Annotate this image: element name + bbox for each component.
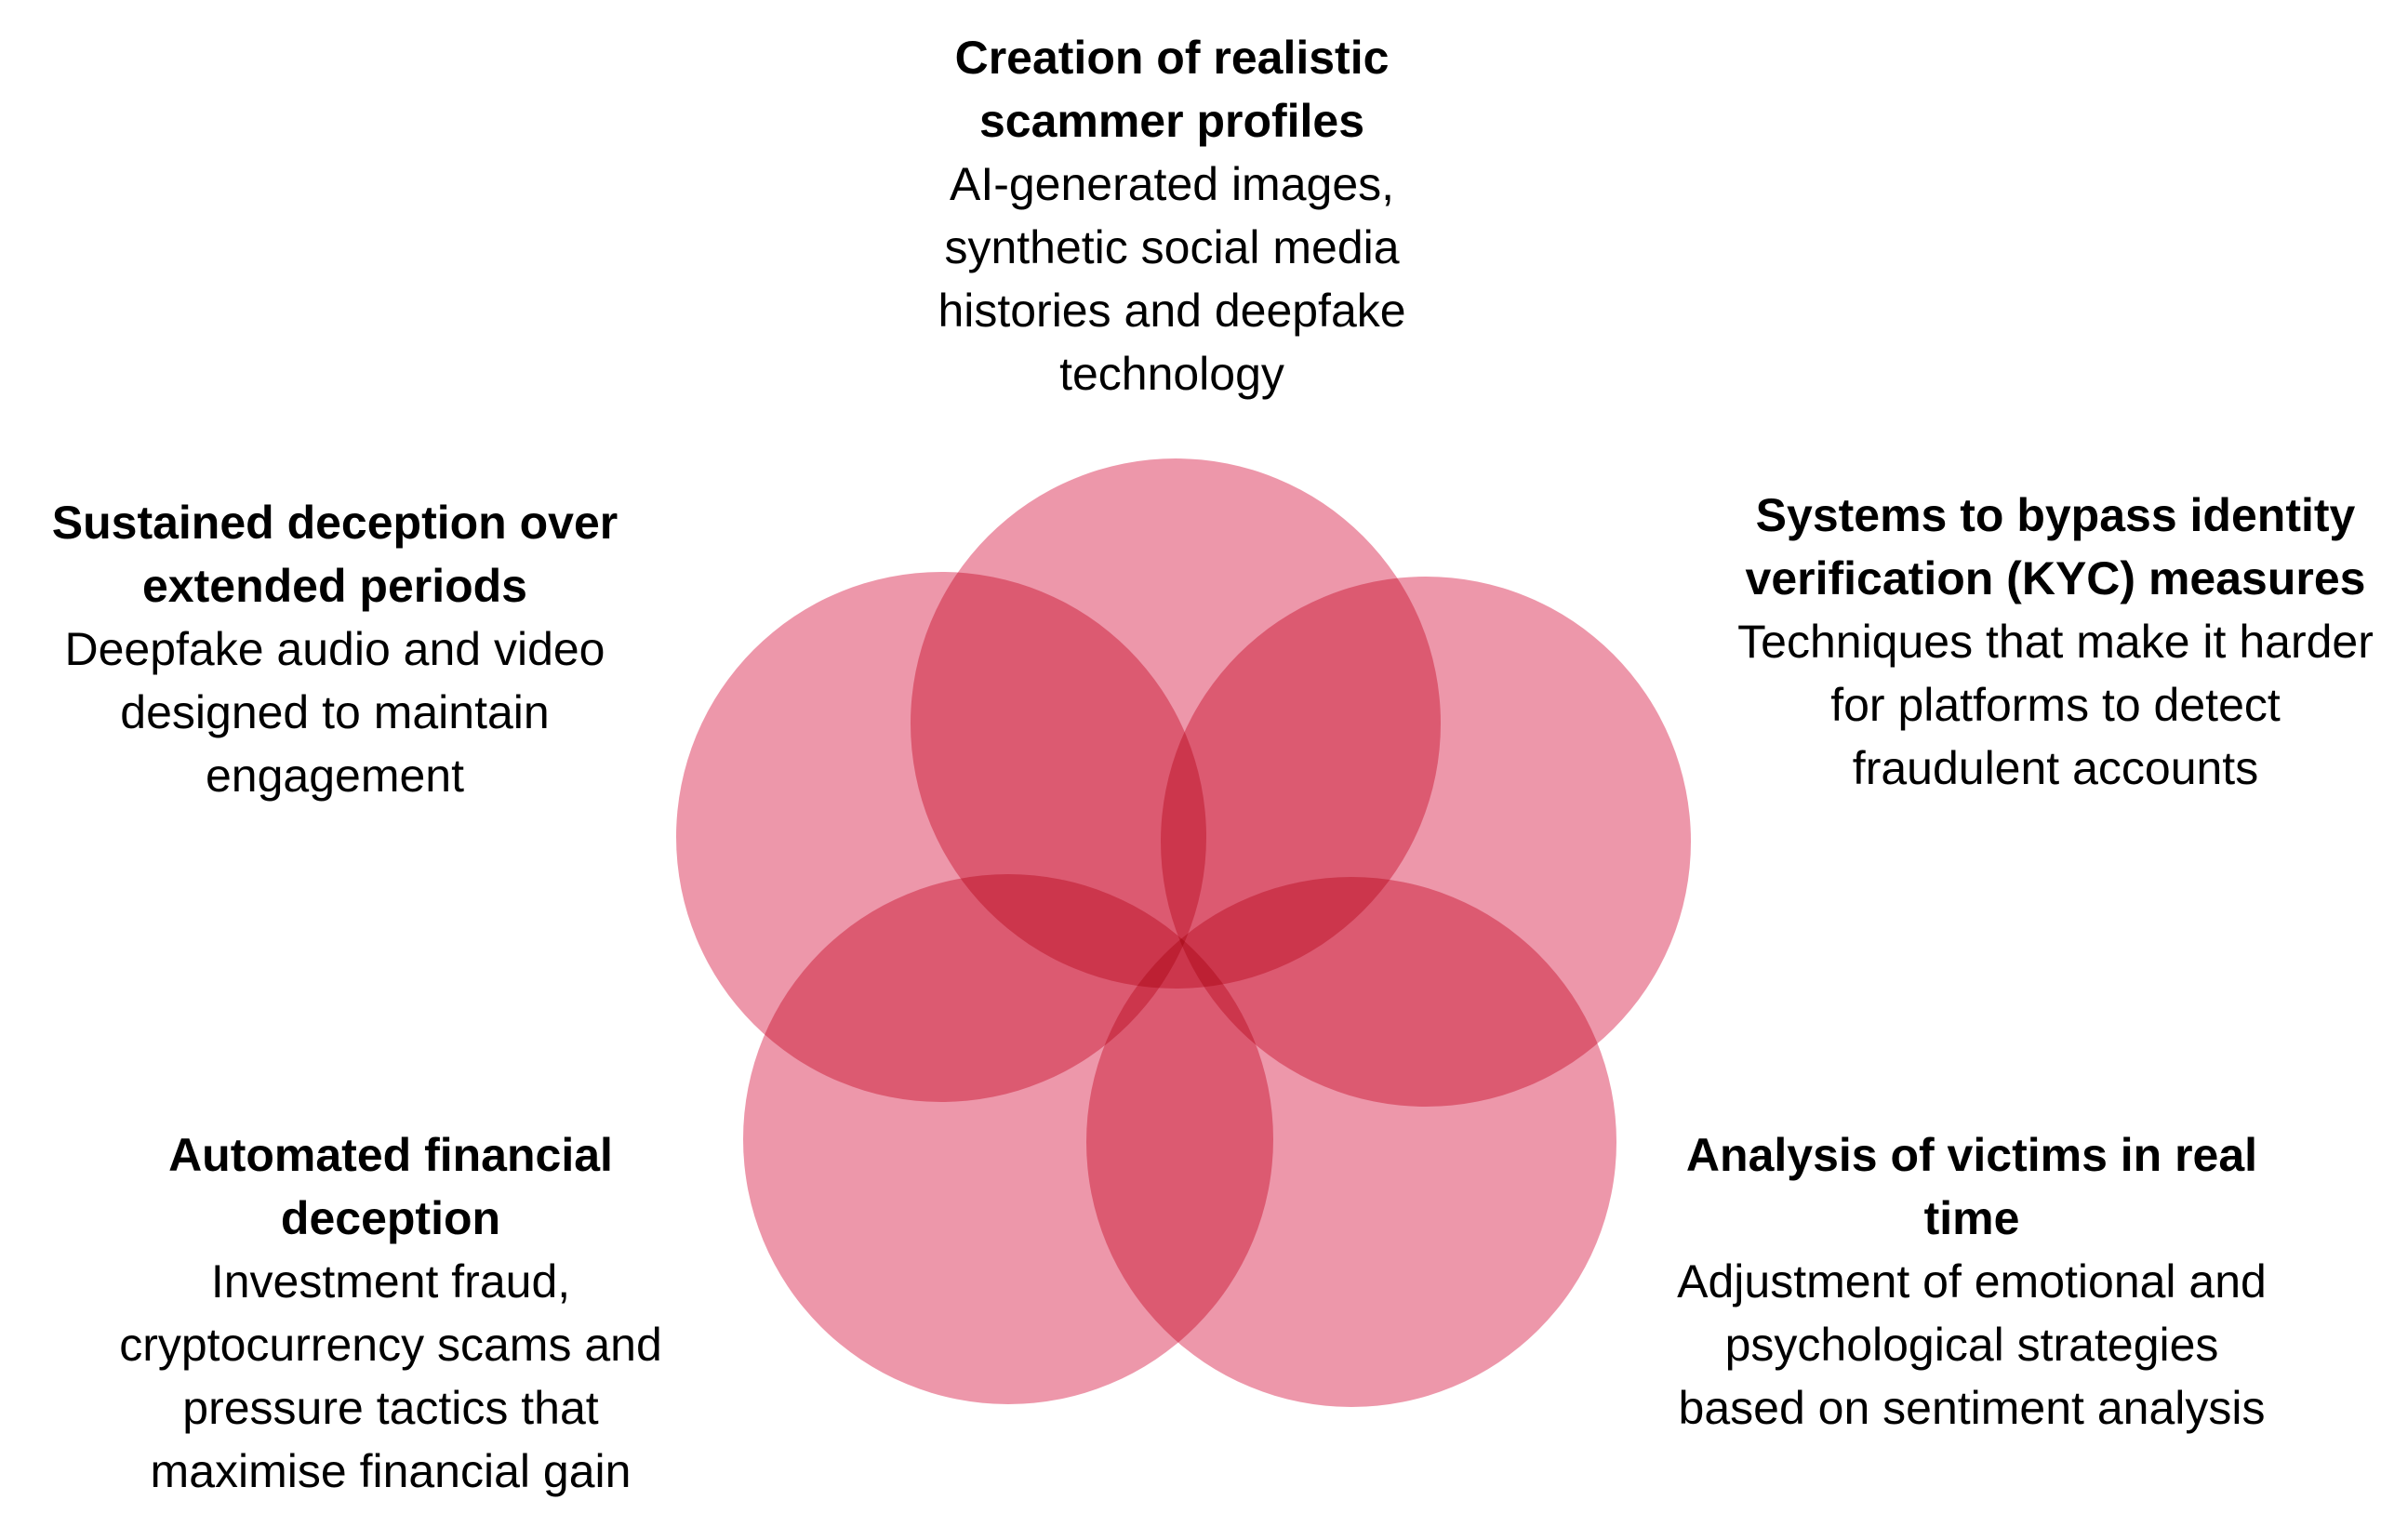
label-upper-right: Systems to bypass identity verification …	[1730, 484, 2381, 800]
label-upper-left-heading: Sustained deception over extended period…	[51, 497, 619, 612]
petal-lower-right	[1086, 877, 1616, 1407]
label-upper-left: Sustained deception over extended period…	[19, 491, 651, 807]
label-top: Creation of realistic scammer profiles A…	[874, 26, 1470, 405]
label-lower-left-body: Investment fraud, cryptocurrency scams a…	[119, 1255, 662, 1497]
label-upper-right-heading: Systems to bypass identity verification …	[1745, 489, 2366, 604]
label-lower-left-heading: Automated financial deception	[168, 1129, 613, 1244]
label-top-heading: Creation of realistic scammer profiles	[954, 32, 1390, 147]
label-lower-right-body: Adjustment of emotional and psychologica…	[1677, 1255, 2267, 1434]
label-upper-left-body: Deepfake audio and video designed to mai…	[64, 623, 605, 802]
label-lower-right: Analysis of victims in real time Adjustm…	[1665, 1123, 2279, 1440]
label-lower-right-heading: Analysis of victims in real time	[1685, 1129, 2258, 1244]
label-upper-right-body: Techniques that make it harder for platf…	[1737, 616, 2374, 794]
label-top-body: AI-generated images, synthetic social me…	[938, 158, 1406, 400]
label-lower-left: Automated financial deception Investment…	[93, 1123, 688, 1503]
